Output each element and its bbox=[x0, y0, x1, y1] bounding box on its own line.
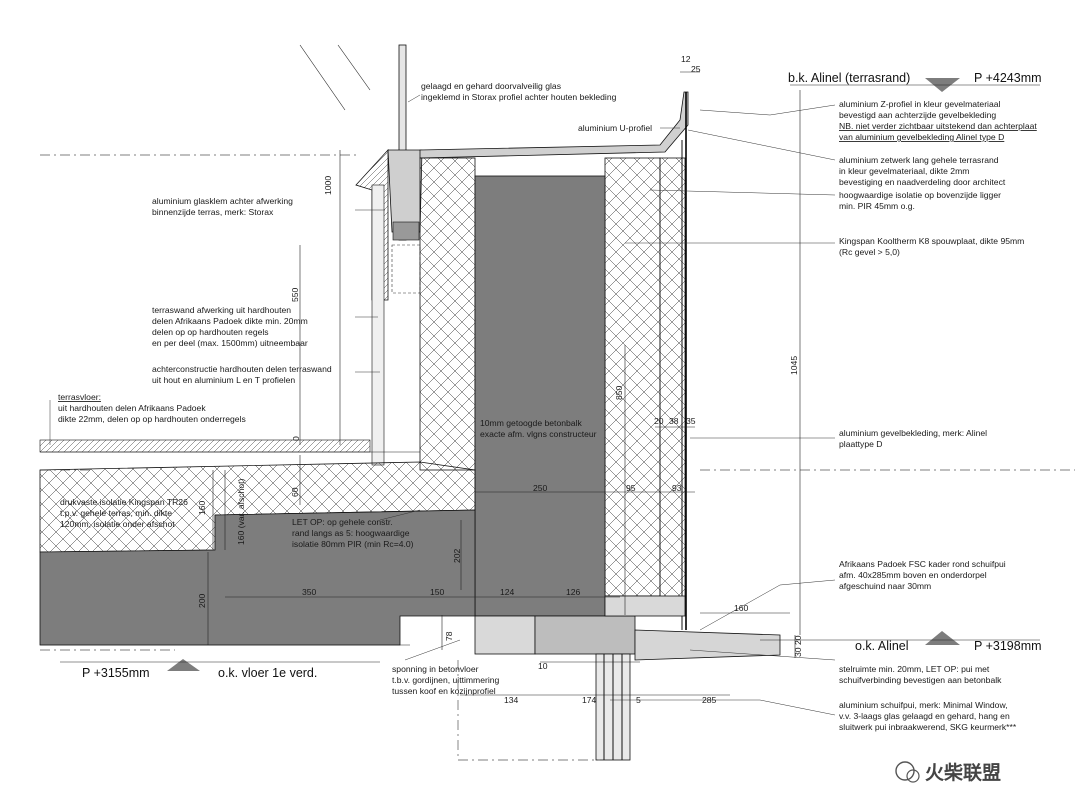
label-terrasvloer-2: uit hardhouten delen Afrikaans Padoek bbox=[58, 403, 206, 413]
label-kingspan-k8-2: (Rc gevel > 5,0) bbox=[839, 247, 900, 257]
wechat-icon bbox=[895, 761, 915, 781]
dim-35: 35 bbox=[686, 416, 696, 426]
dim-30-20: 30 20 bbox=[793, 635, 803, 657]
dim-124: 124 bbox=[500, 587, 515, 597]
dim-160-var: 160 (var. afschot) bbox=[236, 478, 246, 545]
label-gevelbekleding-1: aluminium gevelbekleding, merk: Alinel bbox=[839, 428, 987, 438]
dim-95: 95 bbox=[626, 483, 636, 493]
dim-10: 10 bbox=[538, 661, 548, 671]
dim-160-a: 160 bbox=[197, 500, 207, 515]
label-schuifpui-3: sluitwerk pui inbraakwerend, SKG keurmer… bbox=[839, 722, 1017, 732]
label-sponning-1: sponning in betonvloer bbox=[392, 664, 479, 674]
dim-5: 5 bbox=[636, 695, 641, 705]
drawing-geometry bbox=[39, 44, 1075, 761]
label-let-op-1: LET OP: op gehele constr. bbox=[292, 517, 393, 527]
label-kingspan-k8-1: Kingspan Kooltherm K8 spouwplaat, dikte … bbox=[839, 236, 1024, 246]
label-betonbalk-1: 10mm getoogde betonbalk bbox=[480, 418, 582, 428]
label-z-profile-4: van aluminium gevelbekleding Alinel type… bbox=[839, 132, 1004, 142]
label-pir-top-2: min. PIR 45mm o.g. bbox=[839, 201, 915, 211]
label-padoek-kader-3: afgeschuind naar 30mm bbox=[839, 581, 931, 591]
label-schuifpui-2: v.v. 3-laags glas gelaagd en gehard, han… bbox=[839, 711, 1010, 721]
annotations: gelaagd en gehard doorvalveilig glas ing… bbox=[58, 81, 1037, 732]
level-bottom-value: P +3198mm bbox=[974, 639, 1042, 653]
dim-1000: 1000 bbox=[323, 176, 333, 195]
label-schuifpui-1: aluminium schuifpui, merk: Minimal Windo… bbox=[839, 700, 1008, 710]
dim-250: 250 bbox=[533, 483, 548, 493]
label-zetwerk-1: aluminium zetwerk lang gehele terrasrand bbox=[839, 155, 999, 165]
label-pir-top-1: hoogwaardige isolatie op bovenzijde ligg… bbox=[839, 190, 1001, 200]
label-glasklem-1: aluminium glasklem achter afwerking bbox=[152, 196, 293, 206]
label-glass-2: ingeklemd in Storax profiel achter houte… bbox=[421, 92, 617, 102]
dim-0: 0 bbox=[291, 436, 301, 441]
label-kingspan-tr26-3: 120mm, isolatie onder afschot bbox=[60, 519, 175, 529]
dim-78: 78 bbox=[444, 631, 454, 641]
level-floor-value: P +3155mm bbox=[82, 666, 150, 680]
dim-285: 285 bbox=[702, 695, 717, 705]
dim-550: 550 bbox=[290, 287, 300, 302]
label-padoek-kader-1: Afrikaans Padoek FSC kader rond schuifpu… bbox=[839, 559, 1006, 569]
level-top-value: P +4243mm bbox=[974, 71, 1042, 85]
label-kingspan-tr26-1: drukvaste isolatie Kingspan TR26 bbox=[60, 497, 188, 507]
label-sponning-3: tussen koof en kozijnprofiel bbox=[392, 686, 496, 696]
dim-350: 350 bbox=[302, 587, 317, 597]
watermark: 火柴联盟 bbox=[895, 761, 1001, 784]
label-terraswand-4: en per deel (max. 1500mm) uitneembaar bbox=[152, 338, 308, 348]
level-bottom-name: o.k. Alinel bbox=[855, 639, 909, 653]
label-stelruimte-1: stelruimte min. 20mm, LET OP: pui met bbox=[839, 664, 990, 674]
label-terrasvloer-3: dikte 22mm, delen op op hardhouten onder… bbox=[58, 414, 246, 424]
dim-134: 134 bbox=[504, 695, 519, 705]
label-terraswand-1: terraswand afwerking uit hardhouten bbox=[152, 305, 291, 315]
dim-38: 38 bbox=[669, 416, 679, 426]
label-z-profile-2: bevestigd aan achterzijde gevelbekleding bbox=[839, 110, 996, 120]
dim-60: 60 bbox=[290, 487, 300, 497]
label-zetwerk-2: in kleur gevelmateriaal, dikte 2mm bbox=[839, 166, 969, 176]
label-gevelbekleding-2: plaattype D bbox=[839, 439, 882, 449]
dim-126: 126 bbox=[566, 587, 581, 597]
watermark-text: 火柴联盟 bbox=[925, 761, 1001, 784]
label-sponning-2: t.b.v. gordijnen, uittimmering bbox=[392, 675, 500, 685]
label-terrasvloer-1: terrasvloer: bbox=[58, 392, 101, 402]
dim-12: 12 bbox=[681, 54, 691, 64]
label-z-profile-1: aluminium Z-profiel in kleur gevelmateri… bbox=[839, 99, 1001, 109]
dim-150: 150 bbox=[430, 587, 445, 597]
dim-93: 93 bbox=[672, 483, 682, 493]
dim-25: 25 bbox=[691, 64, 701, 74]
dim-200: 200 bbox=[197, 593, 207, 608]
level-markers: b.k. Alinel (terrasrand) P +4243mm o.k. … bbox=[82, 71, 1042, 680]
dim-202: 202 bbox=[452, 548, 462, 563]
label-glass-1: gelaagd en gehard doorvalveilig glas bbox=[421, 81, 561, 91]
label-stelruimte-2: schuifverbinding bevestigen aan betonbal… bbox=[839, 675, 1002, 685]
dim-850: 850 bbox=[614, 385, 624, 400]
label-betonbalk-2: exacte afm. vlgns constructeur bbox=[480, 429, 597, 439]
label-let-op-3: isolatie 80mm PIR (min Rc=4.0) bbox=[292, 539, 414, 549]
label-z-profile-3: NB. niet verder zichtbaar uitstekend dan… bbox=[839, 121, 1037, 131]
level-top-name: b.k. Alinel (terrasrand) bbox=[788, 71, 910, 85]
label-achterconstructie-2: uit hout en aluminium L en T profielen bbox=[152, 375, 295, 385]
label-achterconstructie-1: achterconstructie hardhouten delen terra… bbox=[152, 364, 332, 374]
dim-174: 174 bbox=[582, 695, 597, 705]
dim-160-c: 160 bbox=[734, 603, 749, 613]
level-floor-name: o.k. vloer 1e verd. bbox=[218, 666, 317, 680]
dim-20: 20 bbox=[654, 416, 664, 426]
label-glasklem-2: binnenzijde terras, merk: Storax bbox=[152, 207, 274, 217]
label-terraswand-2: delen Afrikaans Padoek dikte min. 20mm bbox=[152, 316, 308, 326]
dimensions: 12 25 1000 550 1045 850 0 60 160 160 (va… bbox=[197, 54, 803, 705]
label-padoek-kader-2: afm. 40x285mm boven en onderdorpel bbox=[839, 570, 987, 580]
label-u-profile: aluminium U-profiel bbox=[578, 123, 652, 133]
label-terraswand-3: delen op op hardhouten regels bbox=[152, 327, 269, 337]
dim-1045: 1045 bbox=[789, 356, 799, 375]
label-kingspan-tr26-2: t.p.v. gehele terras, min. dikte bbox=[60, 508, 172, 518]
label-let-op-2: rand langs as 5: hoogwaardige bbox=[292, 528, 410, 538]
label-zetwerk-3: bevestiging en naadverdeling door archit… bbox=[839, 177, 1006, 187]
